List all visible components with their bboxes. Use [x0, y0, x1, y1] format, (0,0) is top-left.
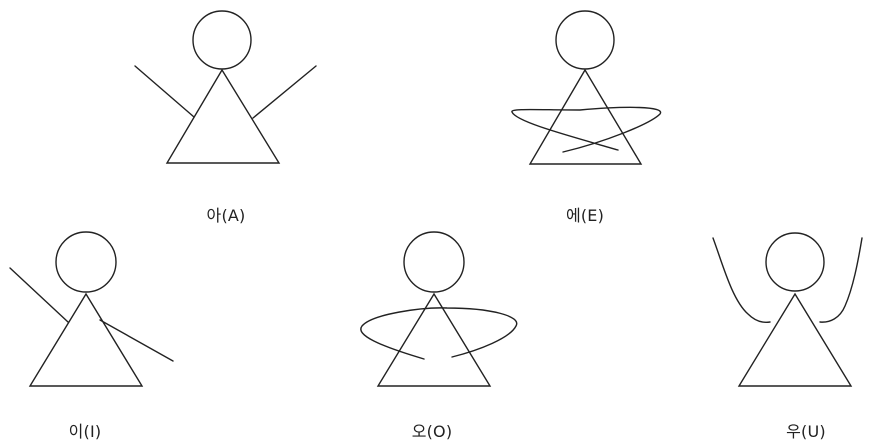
figure-o-head: [403, 231, 465, 293]
figure-u-label: 우(U): [786, 422, 826, 441]
figure-o-label: 오(O): [411, 422, 453, 441]
figure-a-label: 아(A): [206, 206, 246, 225]
figure-i-label: 이(I): [68, 422, 102, 441]
figure-u-right-arm: [819, 237, 863, 323]
figure-i-body: [28, 292, 144, 387]
figure-o-arm-ring: [360, 307, 518, 360]
figure-e-left-arm-loop: [511, 106, 662, 153]
figure-i-lower-arm: [99, 319, 174, 362]
figure-e-label: 에(E): [565, 206, 605, 225]
figure-e-body: [528, 68, 643, 165]
figure-i-upper-arm: [9, 267, 69, 323]
figure-i-head: [55, 231, 117, 293]
figure-u-head: [765, 232, 825, 292]
figure-a-body: [165, 68, 281, 164]
figure-u-body: [737, 292, 853, 387]
figure-a-left-arm: [134, 65, 195, 118]
figure-u-left-arm: [712, 237, 771, 323]
figure-a-right-arm: [252, 65, 317, 119]
figure-o-body: [376, 292, 492, 387]
